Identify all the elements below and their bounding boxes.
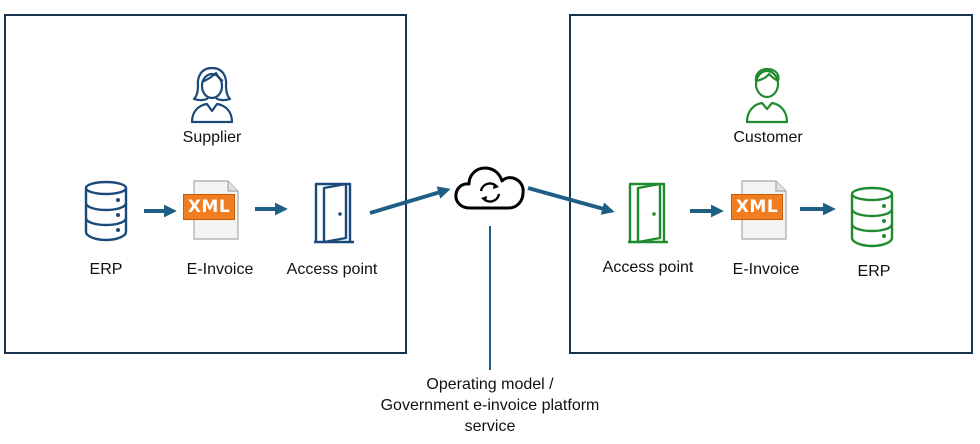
customer-access-point-label: Access point [602, 259, 694, 276]
supplier-access-point-door-icon [314, 182, 354, 244]
cloud-sync-icon [454, 166, 525, 210]
arrow-accesspoint-to-cloud [369, 186, 451, 215]
xml-badge: XML [731, 194, 783, 220]
customer-erp-database-icon [850, 186, 894, 248]
supplier-access-point-label: Access point [286, 261, 378, 278]
operating-model-caption: Operating model / Government e-invoice p… [340, 374, 640, 437]
caption-line: Operating model / [426, 376, 554, 393]
supplier-erp-label: ERP [89, 261, 123, 278]
caption-line: service [464, 418, 516, 435]
customer-einvoice-xml-icon: XML [728, 180, 792, 240]
person-male-icon [745, 67, 789, 124]
supplier-label: Supplier [182, 129, 242, 146]
supplier-erp-database-icon [84, 180, 128, 242]
arrow-cloud-to-accesspoint [527, 186, 615, 215]
person-female-icon [190, 66, 234, 124]
caption-line: Government e-invoice platform [380, 397, 600, 414]
supplier-einvoice-xml-icon: XML [180, 180, 244, 240]
customer-label: Customer [733, 129, 803, 146]
customer-einvoice-label: E-Invoice [732, 261, 800, 278]
xml-badge: XML [183, 194, 235, 220]
customer-erp-label: ERP [857, 263, 891, 280]
supplier-einvoice-label: E-Invoice [186, 261, 254, 278]
customer-access-point-door-icon [628, 182, 668, 244]
